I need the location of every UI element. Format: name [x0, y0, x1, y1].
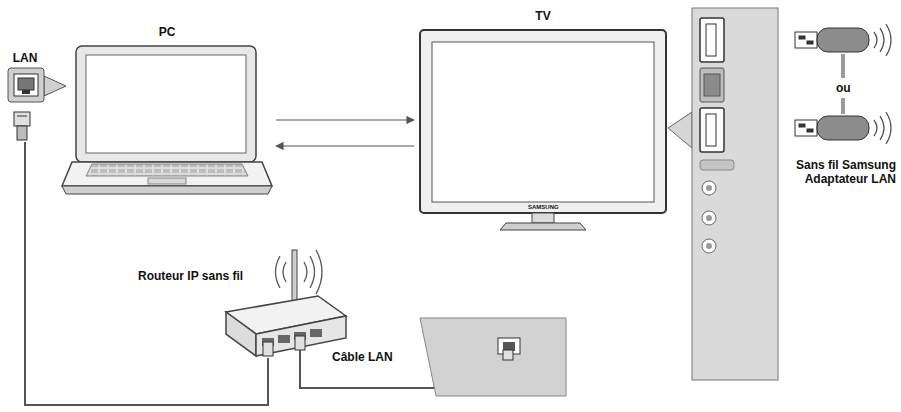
- data-arrow: [276, 145, 414, 146]
- node-label: PC: [159, 25, 176, 39]
- alternative-word: ou: [836, 81, 851, 95]
- laptop: [62, 46, 272, 194]
- adapter-label: Sans fil Samsung Adaptateur LAN: [786, 158, 896, 187]
- wireless-router: [226, 250, 346, 356]
- brand-mark: SAMSUNG: [528, 204, 559, 211]
- lan-port: LAN: [4, 48, 46, 142]
- wall-socket: [420, 318, 566, 396]
- tv-side-panel: [692, 8, 778, 380]
- router: Routeur IP sans fil: [214, 246, 350, 362]
- television: [420, 30, 692, 230]
- node-label: Routeur IP sans fil: [138, 269, 243, 283]
- data-arrow: [276, 119, 414, 120]
- usb-dongles: [795, 24, 891, 144]
- lan-cable: [25, 142, 268, 405]
- lan-plug: [14, 112, 30, 140]
- pc-laptop: PC: [60, 22, 274, 196]
- node-label: LAN: [13, 51, 38, 65]
- node-label: TV: [535, 9, 550, 23]
- lan-port-inset: [8, 68, 66, 102]
- cable-label: Câble LAN: [332, 350, 393, 364]
- tv-set: TV: [416, 6, 670, 234]
